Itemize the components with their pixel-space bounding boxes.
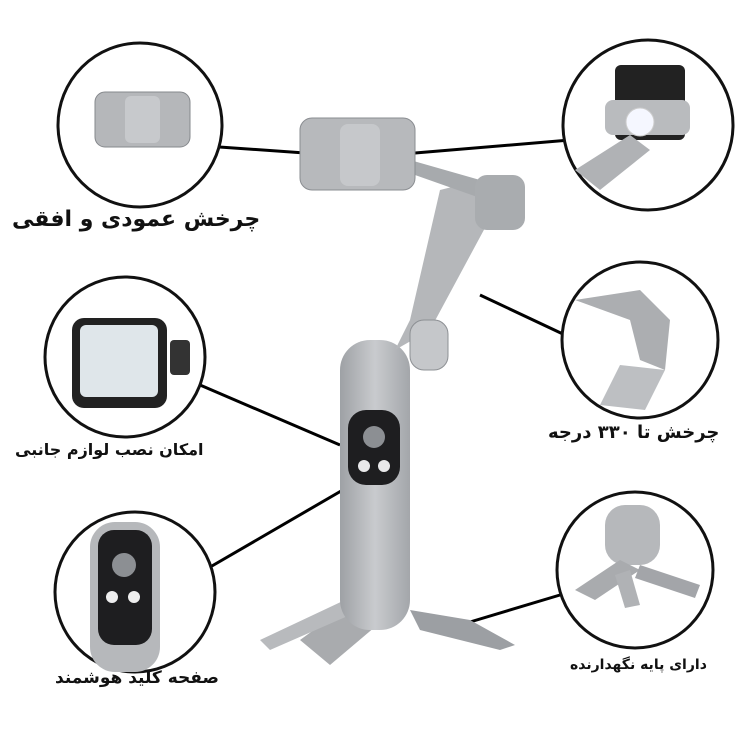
label-tripod-stand: دارای پایه نگهدارنده: [570, 657, 707, 673]
label-accessory-mount: امکان نصب لوازم جانبی: [15, 440, 204, 459]
arm-detail: [575, 290, 670, 410]
label-rotation-vertical-horizontal: چرخش عمودی و افقی: [12, 207, 261, 232]
label-smart-keypad: صفحه کلید هوشمند: [55, 668, 219, 688]
callout-lines: [199, 138, 571, 627]
tripod-detail: [575, 505, 700, 608]
phone-clamp-detail: [94, 91, 191, 148]
light-detail: [575, 65, 690, 190]
label-rotation-330: چرخش تا ۳۳۰ درجه: [548, 422, 720, 443]
gimbal-main: [260, 117, 525, 665]
accessory-light-detail: [72, 318, 190, 408]
keypad-detail: [90, 522, 160, 672]
